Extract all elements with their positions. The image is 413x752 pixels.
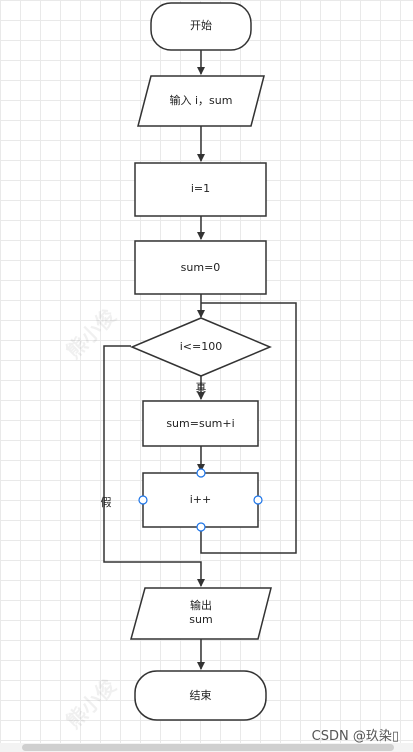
- output-parallelogram[interactable]: [130, 587, 272, 640]
- start-terminal[interactable]: [150, 2, 252, 51]
- accumulate-label: sum=sum+i: [166, 417, 235, 430]
- init-i-label: i=1: [190, 182, 211, 195]
- end-terminal[interactable]: [134, 670, 267, 721]
- accumulate-process[interactable]: [142, 400, 259, 447]
- init-sum-label: sum=0: [180, 261, 221, 274]
- horizontal-scrollbar[interactable]: [0, 743, 413, 752]
- input-parallelogram[interactable]: [137, 75, 265, 127]
- selection-handle-right[interactable]: [253, 495, 263, 505]
- increment-label: i++: [189, 493, 212, 506]
- false-branch-label: 假: [100, 496, 112, 509]
- selection-handle-left[interactable]: [138, 495, 148, 505]
- selection-handle-bottom[interactable]: [196, 522, 206, 532]
- output-label: 输出 sum: [189, 599, 213, 626]
- end-label: 结束: [189, 689, 212, 702]
- scrollbar-thumb[interactable]: [22, 744, 394, 751]
- init-sum-process[interactable]: [134, 240, 267, 295]
- true-branch-label: 真: [195, 381, 207, 394]
- condition-decision[interactable]: [130, 317, 272, 377]
- csdn-watermark: CSDN @玖染▯: [311, 729, 399, 744]
- init-i-process[interactable]: [134, 162, 267, 217]
- condition-label: i<=100: [179, 340, 223, 353]
- edge-false-branch: [103, 345, 205, 587]
- selection-handle-top[interactable]: [196, 468, 206, 478]
- edge-loop-back: [200, 302, 297, 554]
- start-label: 开始: [190, 19, 212, 32]
- input-label: 输入 i，sum: [169, 94, 233, 107]
